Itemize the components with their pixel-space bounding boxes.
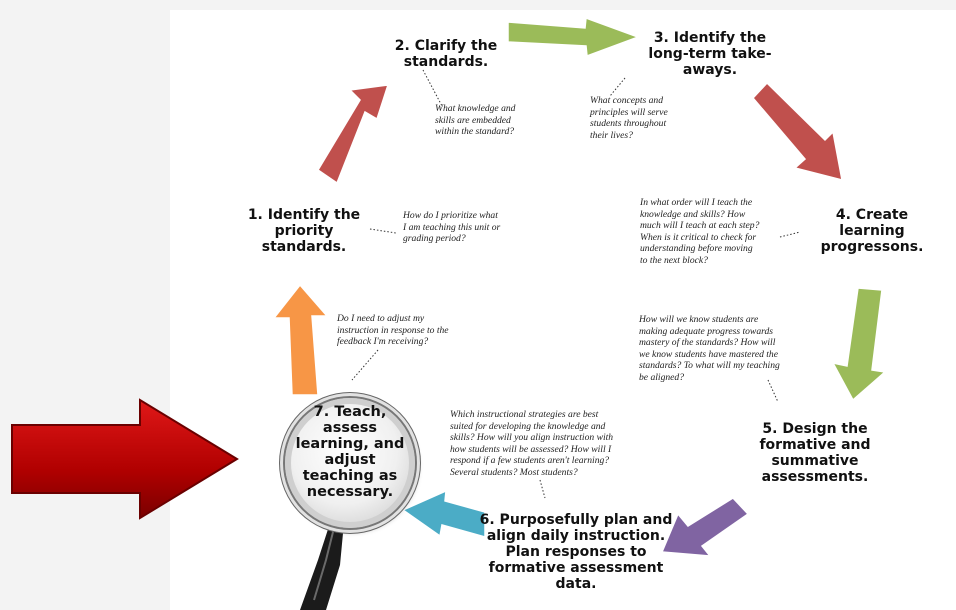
question-5: How will we know students are making ade… (639, 314, 780, 383)
arrow-step3-to-step4 (751, 81, 843, 182)
magnifier-lens (285, 398, 415, 528)
arrow-step7-to-step1 (272, 283, 329, 396)
arrow-step5-to-step6 (660, 497, 750, 557)
question-2: What knowledge and skills are embedded w… (435, 103, 516, 137)
question-7: Do I need to adjust my instruction in re… (337, 313, 449, 347)
arrow-step6-to-step7 (401, 489, 486, 538)
question-1: How do I prioritize what I am teaching t… (403, 210, 501, 244)
step-2-label: 2. Clarify the standards. (394, 38, 498, 70)
question-3: What concepts and principles will serve … (590, 95, 668, 141)
step-3-label: 3. Identify the long-term take- aways. (648, 30, 772, 78)
arrow-step2-to-step3 (507, 16, 641, 58)
magnifier-handle (300, 512, 345, 610)
pointer-arrow (11, 398, 239, 520)
step-6-label: 6. Purposefully plan and align daily ins… (479, 512, 673, 592)
arrow-step1-to-step2 (316, 84, 390, 185)
arrow-step4-to-step5 (831, 287, 887, 402)
question-6: Which instructional strategies are best … (450, 409, 614, 478)
step-1-label: 1. Identify the priority standards. (247, 207, 361, 255)
step-7-label: 7. Teach, assess learning, and adjust te… (295, 404, 405, 500)
leader-lines (351, 69, 801, 499)
step-4-label: 4. Create learning progressons. (820, 207, 924, 255)
step-5-label: 5. Design the formative and summative as… (759, 421, 871, 485)
question-4: In what order will I teach the knowledge… (640, 197, 760, 266)
